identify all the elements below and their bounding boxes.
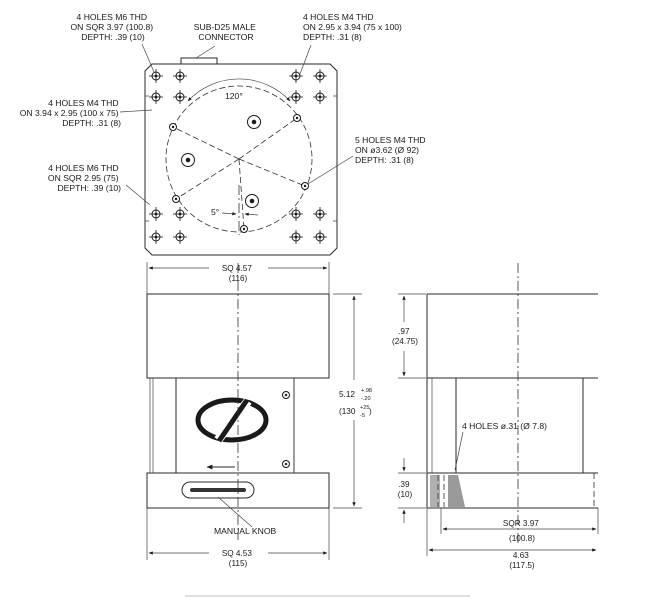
- circle-m4-label-3: DEPTH: .31 (8): [355, 155, 414, 165]
- connector-stub: [180, 57, 218, 65]
- circle-hole-1-center: [295, 116, 299, 120]
- bore-hole-0-center: [185, 157, 191, 163]
- side-bottom-in: .39: [398, 480, 410, 489]
- hole-section: [430, 475, 440, 507]
- corner-hole-8-cross: [149, 207, 163, 221]
- svg-text:SUB-D25 MALE CONNECTOR: SUB-D25 MALE CONNECTOR: [194, 22, 258, 42]
- svg-text:4 HOLES M6 THD ON SQR 2.: 4 HOLES M6 THD ON SQR 2.95 (75) DEPTH: .…: [48, 163, 121, 193]
- side-holes-label: 4 HOLES ø.31 (Ø 7.8): [462, 421, 547, 431]
- side-view: [426, 263, 598, 545]
- circle-hole-4-center: [242, 227, 246, 231]
- height-in-tol-plus: +.98: [361, 388, 372, 394]
- top-left-m6-label-1: 4 HOLES M6 THD: [77, 12, 148, 22]
- corner-hole-3-cross: [313, 69, 327, 83]
- height-in-tol-minus: -.20: [361, 396, 371, 402]
- svg-text:4.63 (117.5): 4.63 (117.5): [509, 551, 535, 570]
- svg-text:4 HOLES M4 THD ON 2.95 x: 4 HOLES M4 THD ON 2.95 x 3.94 (75 x 100)…: [303, 12, 404, 42]
- brand-logo: [195, 397, 269, 443]
- circle-hole-0-center: [171, 125, 175, 129]
- height-in: 5.12: [339, 390, 355, 399]
- angle-120-arc: [187, 78, 291, 102]
- height-mm: (130: [339, 407, 356, 416]
- svg-text:4 HOLES M6 THD ON SQR 3.: 4 HOLES M6 THD ON SQR 3.97 (100.8) DEPTH…: [70, 12, 155, 42]
- height-mm-close: ): [369, 407, 372, 416]
- corner-hole-1-cross: [173, 69, 187, 83]
- manual-knob-label: MANUAL KNOB: [214, 526, 277, 536]
- height-mm-tol-plus: +25: [360, 405, 370, 411]
- bolt-circle: [165, 85, 313, 233]
- corner-hole-10-cross: [289, 207, 303, 221]
- corner-hole-6-cross: [289, 90, 303, 104]
- circle-hole-2-center: [303, 184, 307, 188]
- top-width-in: SQ 4.57: [222, 264, 252, 273]
- circle-m4-label-1: 5 HOLES M4 THD: [355, 135, 426, 145]
- corner-hole-11-cross: [313, 207, 327, 221]
- side-width-mm: (117.5): [509, 561, 535, 570]
- top-view: [144, 57, 338, 256]
- left-m6-label-1: 4 HOLES M6 THD: [48, 163, 119, 173]
- annotations: 4 HOLES M6 THD ON SQR 3.97 (100.8) DEPTH…: [20, 12, 547, 570]
- svg-text:.97 (24.75): .97 (24.75): [392, 327, 418, 346]
- side-bottom-mm: (10): [398, 490, 413, 499]
- corner-hole-7-cross: [313, 90, 327, 104]
- corner-hole-4-cross: [149, 90, 163, 104]
- top-right-m4-label-3: DEPTH: .31 (8): [303, 32, 362, 42]
- side-top-in: .97: [398, 327, 410, 336]
- top-width-mm: (116): [229, 274, 248, 283]
- corner-hole-15-cross: [313, 230, 327, 244]
- side-sqr-mm: (100.8): [509, 534, 535, 543]
- top-plate: [144, 63, 338, 256]
- left-m4-label-2: ON 3.94 x 2.95 (100 x 75): [20, 108, 119, 118]
- corner-hole-5-cross: [173, 90, 187, 104]
- top-right-m4-label-2: ON 2.95 x 3.94 (75 x 100): [303, 22, 402, 32]
- height-mm-tol-minus: -5: [360, 413, 365, 419]
- bore-hole-2-center: [249, 198, 255, 204]
- circle-hole-3-center: [174, 197, 178, 201]
- connector-label-2: CONNECTOR: [198, 32, 253, 42]
- svg-text:5 HOLES M4 THD ON ø3.62: 5 HOLES M4 THD ON ø3.62 (Ø 92) DEPTH: .3…: [355, 135, 428, 165]
- side-sqr-in: SQR 3.97: [503, 519, 539, 528]
- left-m6-label-3: DEPTH: .39 (10): [57, 183, 121, 193]
- center-lines: [172, 117, 306, 230]
- dimension-lines: [146, 262, 599, 597]
- left-m4-label-1: 4 HOLES M4 THD: [48, 98, 119, 108]
- leader-lines: [119, 43, 354, 206]
- left-m6-label-2: ON SQR 2.95 (75): [48, 173, 119, 183]
- corner-hole-9-cross: [173, 207, 187, 221]
- top-left-m6-label-3: DEPTH: .39 (10): [81, 32, 145, 42]
- corner-hole-0-cross: [149, 69, 163, 83]
- corner-hole-12-cross: [149, 230, 163, 244]
- top-left-m6-label-2: ON SQR 3.97 (100.8): [70, 22, 153, 32]
- bottom-width-mm: (115): [229, 559, 248, 568]
- side-width-in: 4.63: [513, 551, 529, 560]
- svg-text:SQR 3.97 (100.8): SQR 3.97 (100.8): [503, 519, 541, 543]
- left-m4-label-3: DEPTH: .31 (8): [62, 118, 121, 128]
- mid-body: [175, 377, 295, 474]
- svg-text:4 HOLES M4 THD ON 3.94 x: 4 HOLES M4 THD ON 3.94 x 2.95 (100 x 75)…: [20, 98, 121, 128]
- svg-text:.39 (10): .39 (10): [398, 480, 413, 499]
- side-top-mm: (24.75): [392, 337, 418, 346]
- bottom-width-in: SQ 4.53: [222, 549, 252, 558]
- corner-hole-13-cross: [173, 230, 187, 244]
- hatch-section: [448, 475, 465, 507]
- corner-hole-14-cross: [289, 230, 303, 244]
- corner-hole-2-cross: [289, 69, 303, 83]
- bore-hole-1-center: [251, 119, 257, 125]
- lower-body: [146, 472, 330, 509]
- svg-text:SQ 4.57 (116): SQ 4.57 (116): [222, 264, 254, 283]
- connector-label-1: SUB-D25 MALE: [194, 22, 256, 32]
- svg-text:SQ 4.53 (115): SQ 4.53 (115): [222, 549, 254, 568]
- front-view: [146, 263, 330, 540]
- mounting-holes: [149, 69, 327, 244]
- angle-120-label: 120°: [225, 91, 243, 101]
- manual-knob-slot: [181, 481, 255, 499]
- angle-5-label: 5°: [211, 207, 219, 217]
- top-right-m4-label-1: 4 HOLES M4 THD: [303, 12, 374, 22]
- circle-m4-label-2: ON ø3.62 (Ø 92): [355, 145, 419, 155]
